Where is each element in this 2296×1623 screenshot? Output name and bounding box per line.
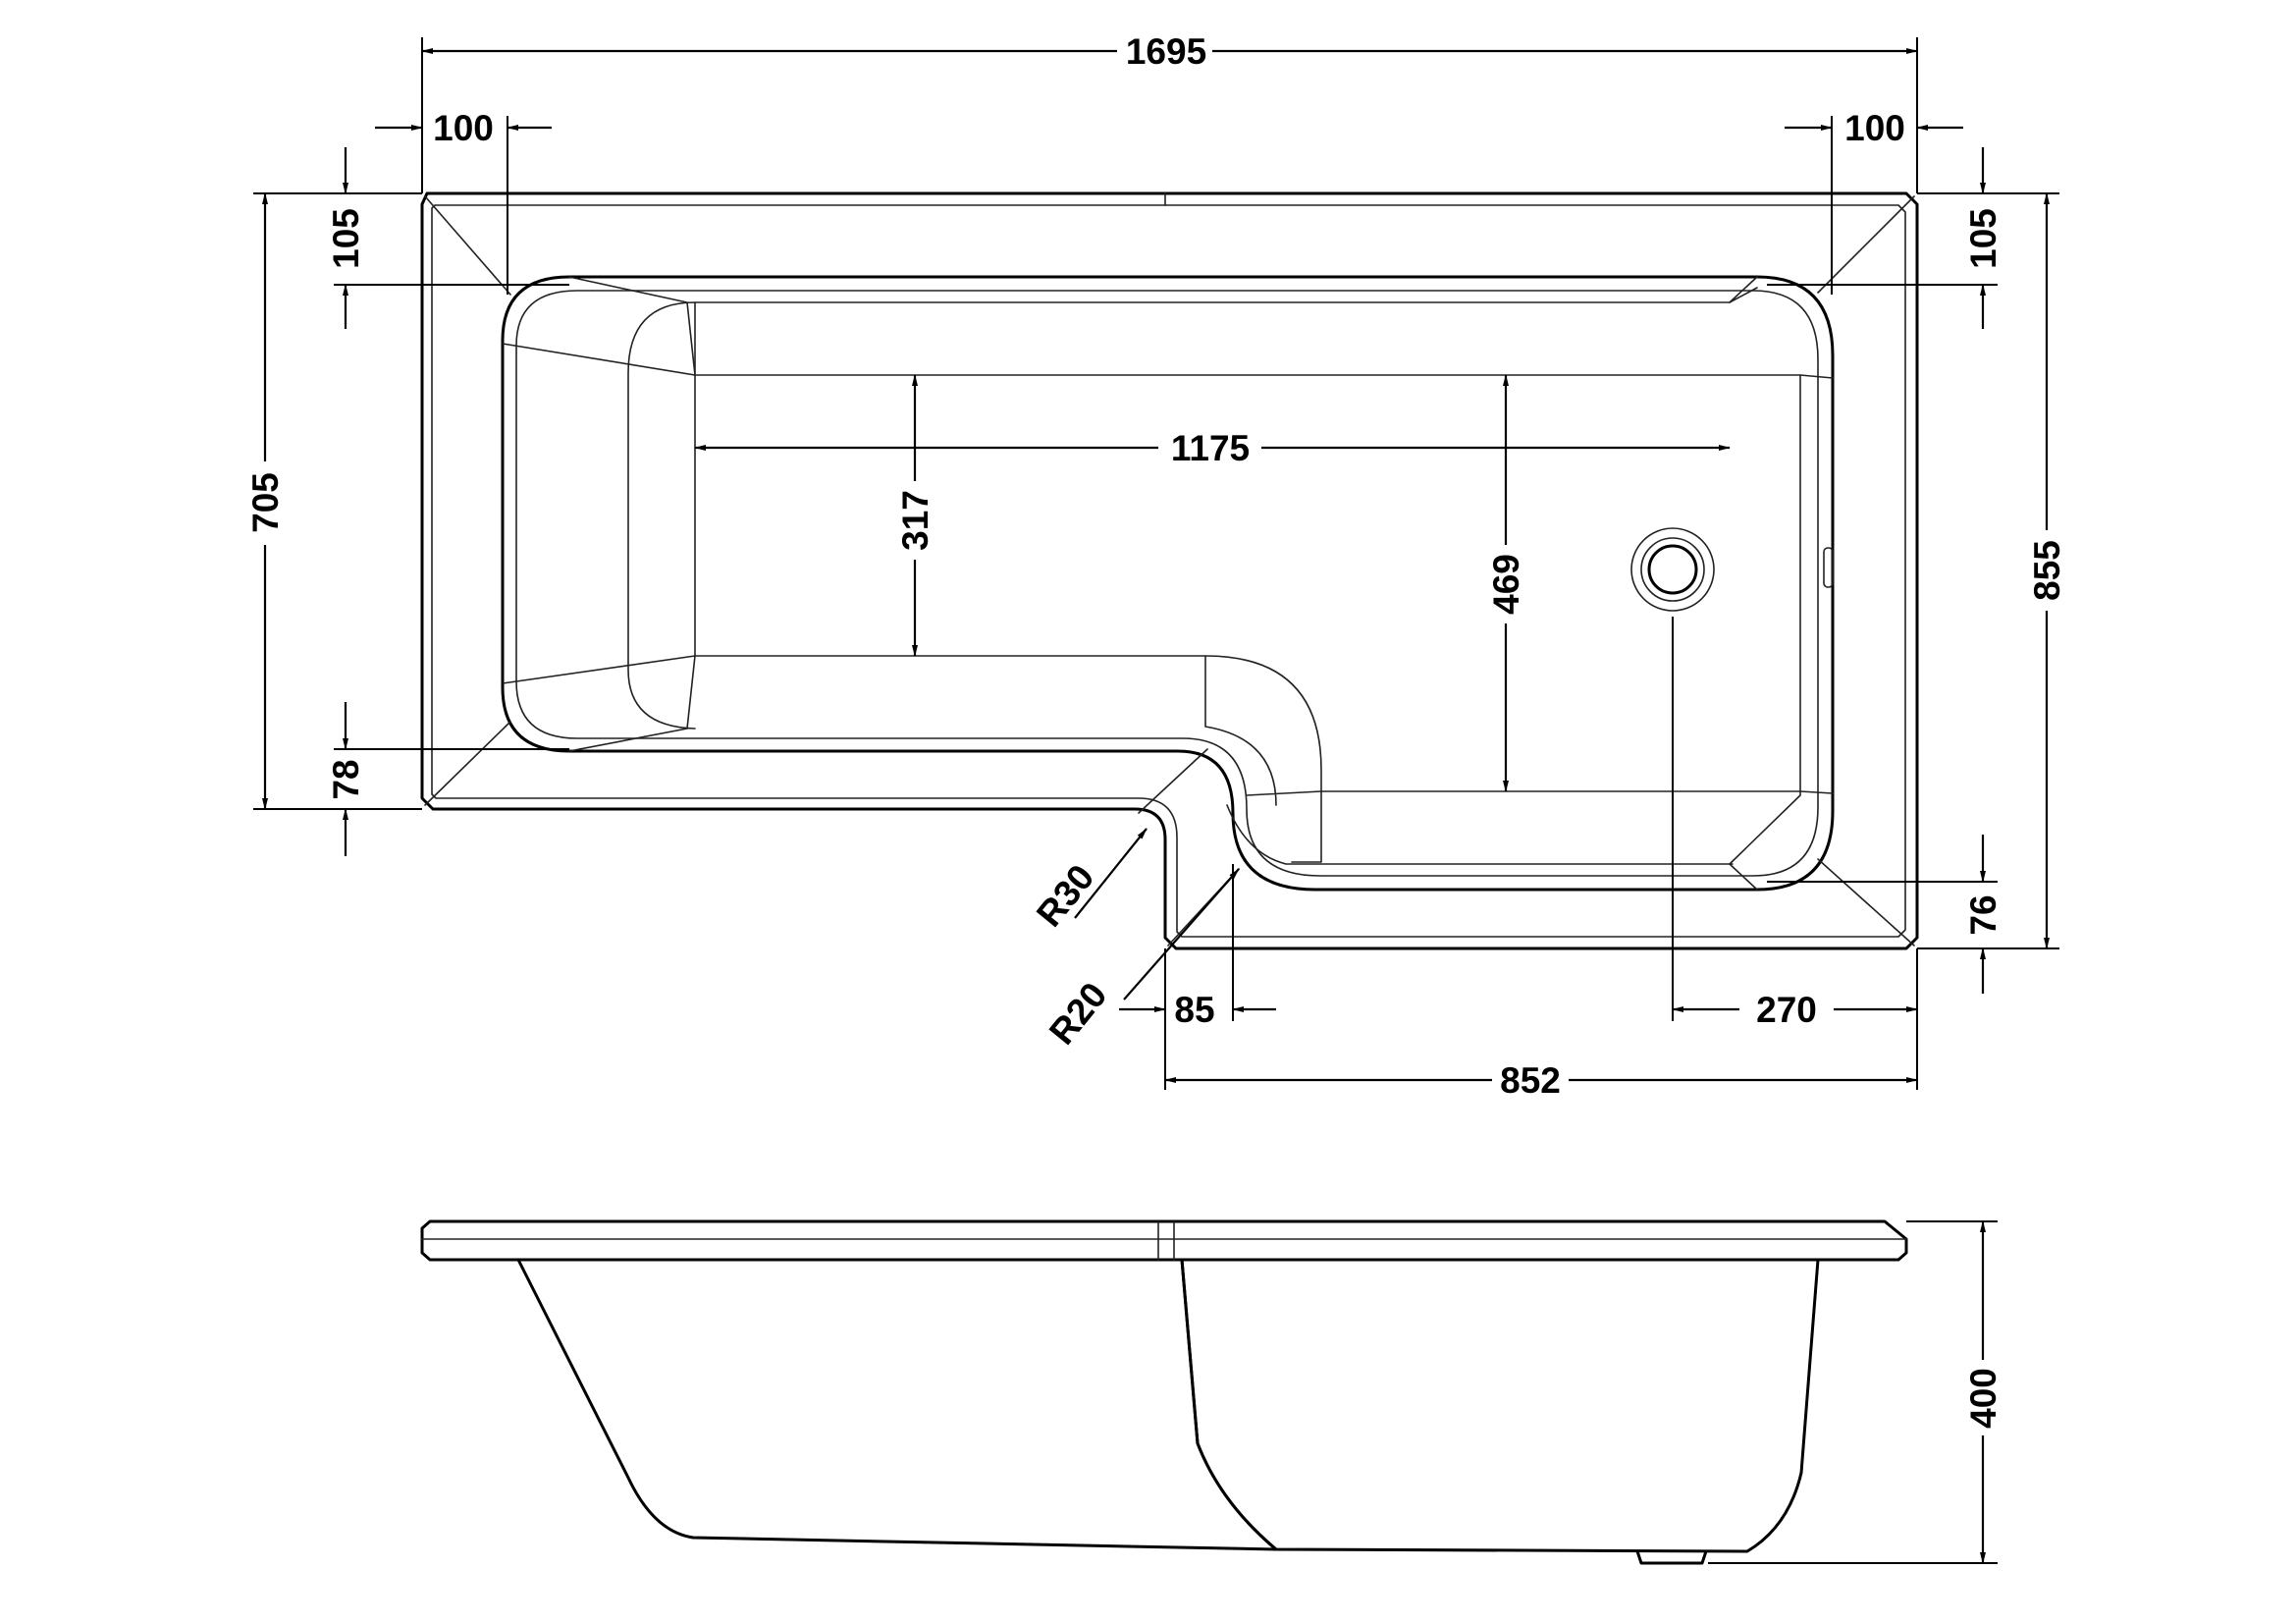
bowl-outline	[501, 275, 1835, 892]
bowl-floor-edge	[694, 374, 1801, 865]
side-elevation: 400	[420, 1219, 2003, 1565]
waste-ring-icon	[1640, 537, 1705, 602]
dim-radius-inner: R20	[1041, 975, 1115, 1053]
bowl-inner-outline	[515, 290, 1819, 877]
dim-waste-offset: 270	[1756, 990, 1817, 1030]
dim-inner-width-left: 317	[895, 490, 935, 551]
bowl-slope-left	[502, 276, 696, 752]
bowl-slope-right	[1729, 276, 1834, 891]
bath-inner-rim	[431, 204, 1906, 938]
elevation-rim	[420, 1219, 1908, 1262]
waste-outlet-icon	[1635, 1549, 1708, 1565]
dim-inner-length: 1175	[1171, 428, 1250, 468]
dim-inner-width-right: 469	[1486, 554, 1526, 615]
plan-dimensions: 1695 100 100 105 105 705 855	[245, 31, 2067, 1101]
corner-line	[424, 721, 511, 806]
corner-line	[1817, 195, 1915, 294]
waste-plug-icon	[1647, 544, 1698, 595]
dim-overall-width-right: 855	[2027, 540, 2067, 601]
dim-corner-right-y: 105	[1963, 208, 2003, 269]
waste-outer-icon	[1630, 527, 1715, 612]
corner-line	[1138, 748, 1208, 814]
overflow-icon	[1823, 547, 1834, 588]
dim-height: 400	[1963, 1368, 2003, 1429]
bowl-floor	[627, 287, 1801, 865]
plan-view	[420, 191, 1919, 950]
dim-corner-left-y: 105	[326, 208, 366, 269]
dim-extension-length: 852	[1500, 1060, 1561, 1101]
corner-line	[1817, 858, 1915, 947]
elevation-bowl-left	[516, 1258, 1278, 1551]
dim-radius-outer: R30	[1029, 857, 1102, 935]
dim-overall-width-left: 705	[245, 472, 286, 533]
dim-rim-bottom-left: 78	[326, 759, 366, 799]
corner-line	[424, 195, 511, 296]
dim-overall-length: 1695	[1126, 31, 1206, 72]
dim-corner-right-x: 100	[1844, 108, 1905, 148]
bowl-step-curve	[1204, 655, 1322, 806]
dim-step-offset: 85	[1174, 990, 1214, 1030]
bath-outer-rim	[420, 191, 1919, 950]
dim-rim-bottom-right: 76	[1963, 894, 2003, 935]
elevation-bowl-right	[1180, 1258, 1820, 1553]
dim-corner-left-x: 100	[433, 108, 494, 148]
